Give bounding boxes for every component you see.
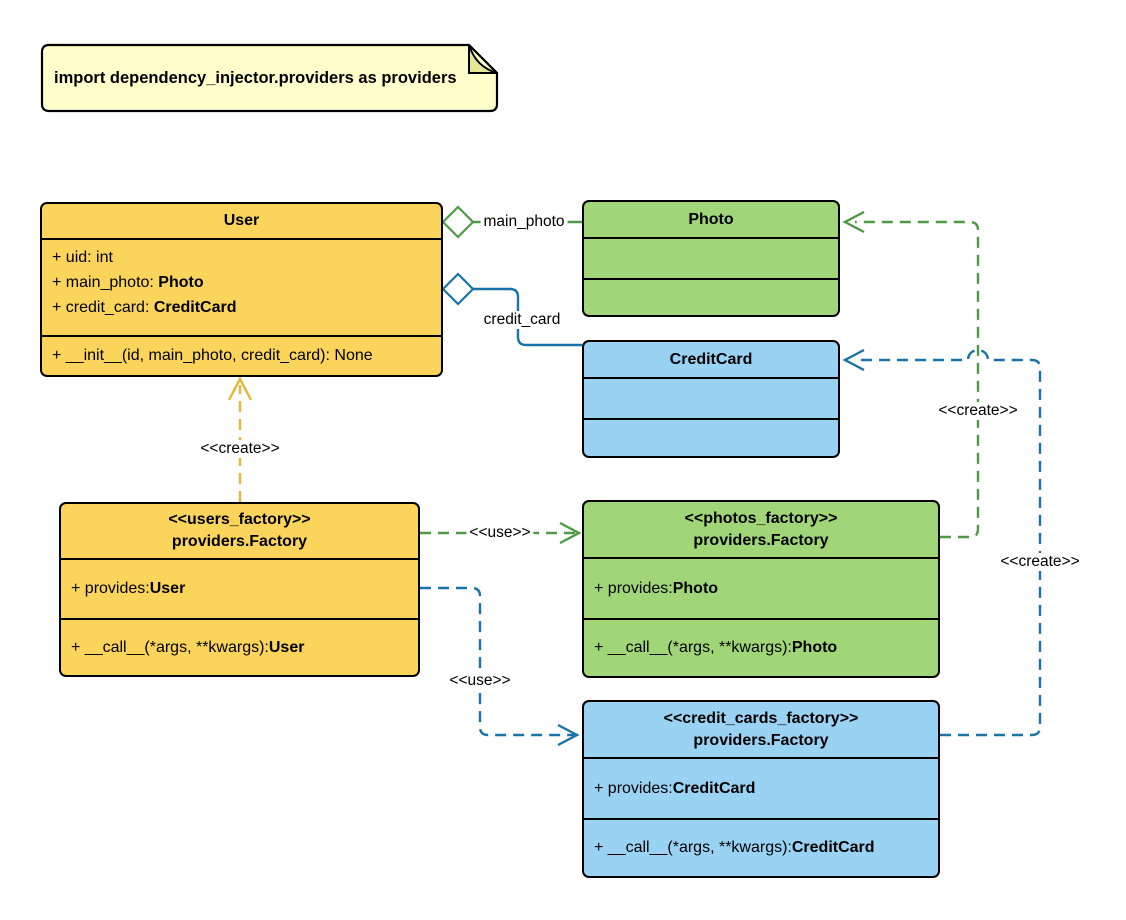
- attribute-text: + credit_card:: [52, 299, 154, 316]
- class-users-factory: <<users_factory>> providers.Factory + pr…: [59, 502, 420, 677]
- empty-compartment: [584, 379, 838, 420]
- class-credit-card: CreditCard: [582, 340, 840, 458]
- class-photos-factory-methods: + __call__(*args, **kwargs): Photo: [584, 620, 938, 676]
- method-type: CreditCard: [791, 839, 875, 856]
- class-photos-factory: <<photos_factory>> providers.Factory + p…: [582, 500, 940, 678]
- note-fold-corner-icon: [468, 44, 498, 74]
- aggregation-diamond-credit-card-icon: [441, 272, 475, 306]
- class-users-factory-methods: + __call__(*args, **kwargs): User: [61, 620, 418, 675]
- attribute-type: User: [149, 580, 186, 597]
- attribute-line: + uid: int: [52, 245, 431, 270]
- stereotype-label: <<users_factory>>: [168, 511, 311, 528]
- attribute-type: Photo: [158, 274, 204, 291]
- arrowhead-right-icon: [559, 521, 582, 545]
- class-credit-cards-factory: <<credit_cards_factory>> providers.Facto…: [582, 700, 940, 878]
- method-line: + __init__(id, main_photo, credit_card):…: [42, 337, 441, 375]
- edge-users-factory-use-credit-cards-factory: [420, 586, 574, 737]
- class-photos-factory-attributes: + provides: Photo: [584, 559, 938, 620]
- class-user-title: User: [42, 204, 441, 240]
- method-text: + __call__(*args, **kwargs):: [594, 839, 792, 856]
- class-users-factory-attributes: + provides: User: [61, 560, 418, 620]
- import-note: import dependency_injector.providers as …: [40, 43, 500, 114]
- aggregation-diamond-main-photo-icon: [441, 205, 475, 239]
- edge-credit-cards-factory-create-credit-card: [855, 348, 1042, 737]
- attribute-text: + provides:: [594, 579, 673, 597]
- empty-compartment: [584, 280, 838, 315]
- edge-label-credit-card: credit_card: [480, 311, 564, 329]
- class-credit-card-title: CreditCard: [584, 342, 838, 379]
- edge-label-main-photo: main_photo: [480, 213, 568, 231]
- class-credit-cards-factory-methods: + __call__(*args, **kwargs): CreditCard: [584, 820, 938, 876]
- method-type: Photo: [791, 639, 838, 656]
- attribute-line: + provides: CreditCard: [584, 759, 938, 818]
- edge-label-use-credit-cards-factory: <<use>>: [446, 672, 514, 690]
- attribute-text: + uid: int: [52, 249, 113, 266]
- arrowhead-right-icon: [557, 723, 580, 747]
- attribute-type: Photo: [672, 579, 719, 597]
- edge-label-create-photo: <<create>>: [935, 402, 1021, 420]
- arrowhead-left-icon: [842, 210, 865, 234]
- method-text: + __init__(id, main_photo, credit_card):…: [52, 347, 373, 364]
- class-credit-cards-factory-attributes: + provides: CreditCard: [584, 759, 938, 820]
- empty-compartment: [584, 420, 838, 456]
- class-user-attributes: + uid: int + main_photo: Photo + credit_…: [42, 240, 441, 337]
- class-user-methods: + __init__(id, main_photo, credit_card):…: [42, 337, 441, 375]
- class-name-label: providers.Factory: [171, 533, 308, 550]
- attribute-line: + main_photo: Photo: [52, 270, 431, 295]
- note-text: import dependency_injector.providers as …: [54, 69, 457, 87]
- empty-compartment: [584, 239, 838, 280]
- method-type: User: [268, 638, 305, 656]
- edge-photos-factory-create-photo: [855, 220, 980, 539]
- attribute-text: + main_photo:: [52, 274, 159, 291]
- class-photo-title: Photo: [584, 202, 838, 239]
- attribute-line: + provides: Photo: [584, 559, 938, 618]
- attribute-line: + provides: User: [61, 560, 418, 618]
- attribute-text: + provides:: [594, 779, 673, 797]
- note-shape: [40, 43, 499, 113]
- method-text: + __call__(*args, **kwargs):: [71, 638, 269, 656]
- attribute-line: + credit_card: CreditCard: [52, 295, 431, 320]
- class-name-label: providers.Factory: [693, 731, 829, 749]
- stereotype-label: <<photos_factory>>: [684, 509, 838, 527]
- class-name-label: providers.Factory: [693, 531, 829, 549]
- class-photo: Photo: [582, 200, 840, 317]
- attribute-text: + provides:: [71, 580, 150, 597]
- class-user: User + uid: int + main_photo: Photo + cr…: [40, 202, 443, 377]
- attribute-type: CreditCard: [153, 299, 237, 316]
- edge-label-create-user: <<create>>: [197, 440, 283, 458]
- note-body: [40, 43, 499, 113]
- stereotype-label: <<credit_cards_factory>>: [663, 709, 859, 727]
- method-line: + __call__(*args, **kwargs): CreditCard: [584, 820, 938, 876]
- edge-label-create-credit-card: <<create>>: [997, 553, 1083, 571]
- arrowhead-up-icon: [227, 376, 253, 401]
- class-credit-cards-factory-title: <<credit_cards_factory>> providers.Facto…: [584, 702, 938, 759]
- method-line: + __call__(*args, **kwargs): Photo: [584, 620, 938, 676]
- arrowhead-left-icon: [842, 348, 865, 372]
- class-users-factory-title: <<users_factory>> providers.Factory: [61, 504, 418, 560]
- method-line: + __call__(*args, **kwargs): User: [61, 620, 418, 675]
- edge-label-use-photos-factory: <<use>>: [466, 524, 534, 542]
- method-text: + __call__(*args, **kwargs):: [594, 639, 792, 656]
- class-photos-factory-title: <<photos_factory>> providers.Factory: [584, 502, 938, 559]
- attribute-type: CreditCard: [672, 779, 756, 797]
